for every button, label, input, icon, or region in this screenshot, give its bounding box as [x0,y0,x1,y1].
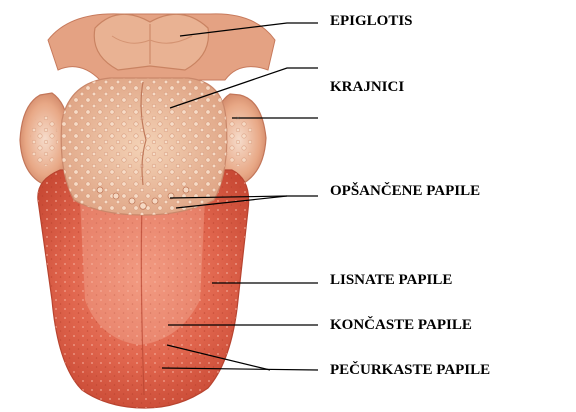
label-tonsils: KRAJNICI [330,80,404,95]
label-filiform-papillae: KONČASTE PAPILE [330,318,472,333]
epiglottis-shape [94,14,208,70]
label-foliate-papillae: LISNATE PAPILE [330,273,452,288]
label-fungiform-papillae: PEČURKASTE PAPILE [330,363,490,378]
label-circumvallate-papillae: OPŠANČENE PAPILE [330,184,480,199]
label-epiglottis: EPIGLOTIS [330,14,413,29]
